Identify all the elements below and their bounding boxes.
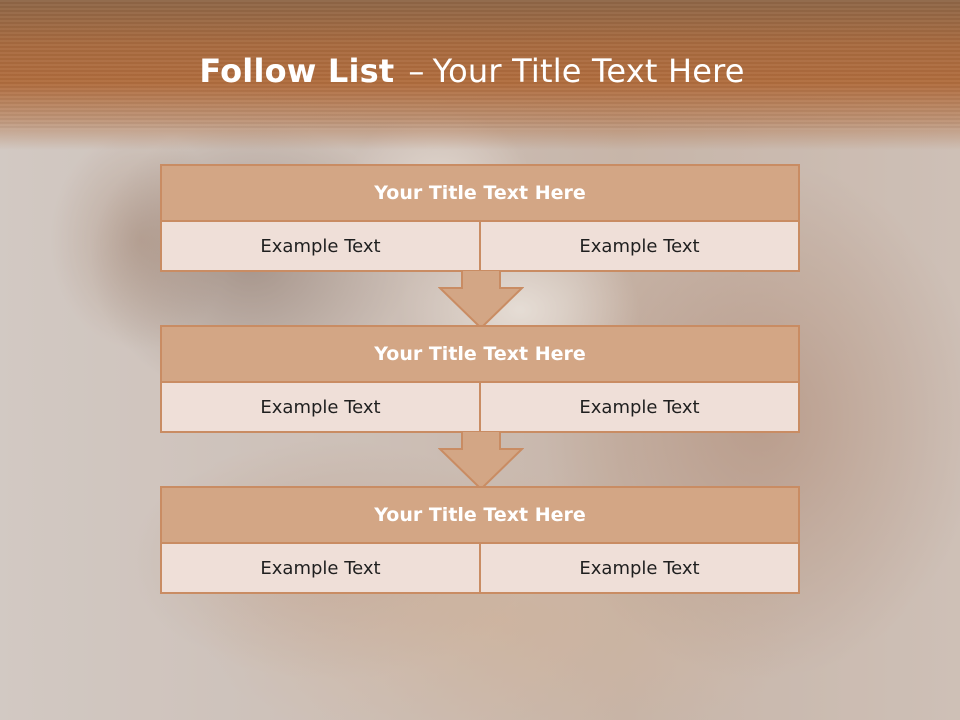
step-row: Example Text Example Text <box>162 222 798 270</box>
step-cell-right: Example Text <box>479 544 798 592</box>
title-separator: – <box>408 52 425 90</box>
step-cell-right: Example Text <box>479 383 798 431</box>
down-arrow-icon <box>438 431 524 491</box>
step-cell-left: Example Text <box>162 222 479 270</box>
step-cell-right: Example Text <box>479 222 798 270</box>
down-arrow-icon <box>438 270 524 330</box>
step-box-1: Your Title Text Here Example Text Exampl… <box>160 164 800 272</box>
step-box-3: Your Title Text Here Example Text Exampl… <box>160 486 800 594</box>
step-row: Example Text Example Text <box>162 544 798 592</box>
step-cell-left: Example Text <box>162 544 479 592</box>
step-box-2: Your Title Text Here Example Text Exampl… <box>160 325 800 433</box>
step-title: Your Title Text Here <box>162 327 798 383</box>
title-bold: Follow List <box>199 52 395 90</box>
step-cell-left: Example Text <box>162 383 479 431</box>
slide-title: Follow List–Your Title Text Here <box>0 52 944 90</box>
title-rest: Your Title Text Here <box>432 52 745 90</box>
step-title: Your Title Text Here <box>162 166 798 222</box>
header-band <box>0 0 960 150</box>
step-title: Your Title Text Here <box>162 488 798 544</box>
header-texture <box>0 0 960 130</box>
step-row: Example Text Example Text <box>162 383 798 431</box>
